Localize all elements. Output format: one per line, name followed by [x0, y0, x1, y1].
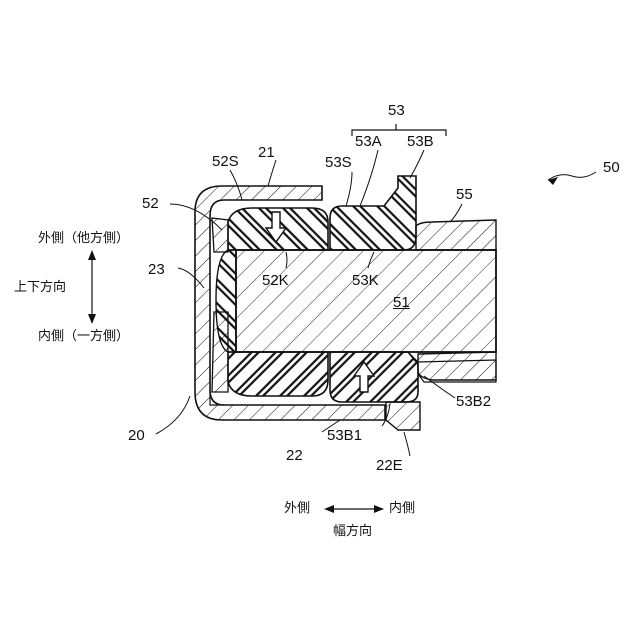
label-53A: 53A — [355, 134, 382, 149]
label-53K: 53K — [352, 273, 379, 288]
width-left-label: 外側 — [284, 502, 310, 515]
vertical-top-label: 外側（他方側） — [38, 232, 129, 245]
width-axis-label: 幅方向 — [333, 525, 372, 538]
width-right-label: 内側 — [389, 502, 415, 515]
vertical-bottom-label: 内側（一方側） — [38, 330, 129, 343]
label-51: 51 — [393, 295, 410, 310]
label-21: 21 — [258, 145, 275, 160]
label-22: 22 — [286, 448, 303, 463]
flange-tab-22E — [386, 402, 420, 430]
label-53B: 53B — [407, 134, 434, 149]
member-55-lower — [418, 352, 496, 380]
label-53B2: 53B2 — [456, 394, 491, 409]
label-22E: 22E — [376, 458, 403, 473]
holder-53-upper — [330, 176, 416, 250]
seal-52-lower — [228, 352, 328, 396]
label-53B1: 53B1 — [327, 428, 362, 443]
label-53: 53 — [388, 103, 405, 118]
holder-53-lower — [330, 352, 418, 402]
seal-52-bulge — [216, 250, 236, 352]
vertical-axis-label: 上下方向 — [14, 281, 66, 294]
panel-51 — [236, 250, 496, 352]
label-23: 23 — [148, 262, 165, 277]
label-52: 52 — [142, 196, 159, 211]
label-52S: 52S — [212, 154, 239, 169]
width-direction-arrow — [324, 505, 384, 513]
label-50: 50 — [603, 160, 620, 175]
label-20: 20 — [128, 428, 145, 443]
member-55-upper — [416, 220, 496, 250]
vertical-direction-arrow — [88, 250, 96, 324]
label-53S: 53S — [325, 155, 352, 170]
label-55: 55 — [456, 187, 473, 202]
label-52K: 52K — [262, 273, 289, 288]
arrowhead-50 — [548, 177, 558, 185]
